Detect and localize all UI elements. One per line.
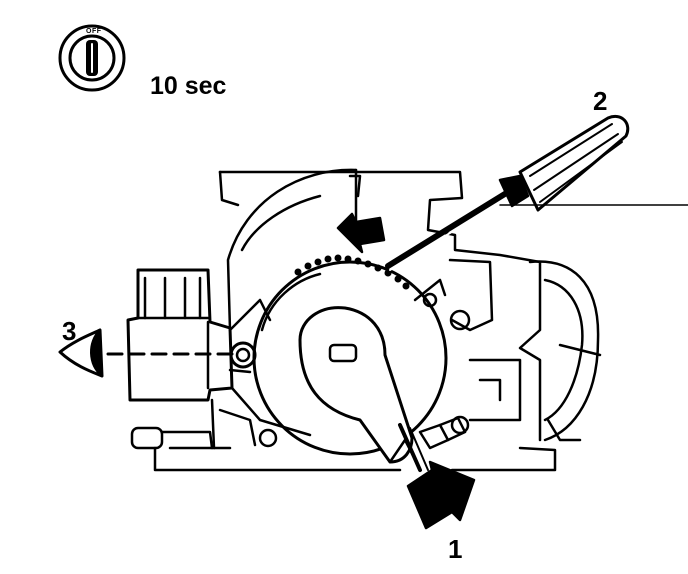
ignition-key-icon: [58, 24, 126, 92]
throttle-lever: [298, 306, 429, 472]
adjusting-screw: [418, 415, 470, 450]
mounting-bolt: [130, 426, 214, 450]
eye-icon: [58, 328, 104, 378]
callout-2: 2: [593, 86, 608, 116]
screwdriver-icon: [385, 115, 630, 271]
gear-segment: [294, 254, 410, 290]
sector-cover: [226, 168, 358, 332]
off-position-label: OFF: [86, 28, 102, 35]
throttle-body-housing: [153, 170, 602, 472]
duration-label: 10 sec: [150, 72, 227, 100]
position-sensor-connector: [126, 268, 234, 402]
rotate-arrow-icon: [336, 212, 386, 254]
callout-3: 3: [62, 316, 77, 346]
callout-1: 1: [448, 534, 463, 564]
push-arrow-icon: [406, 460, 476, 530]
